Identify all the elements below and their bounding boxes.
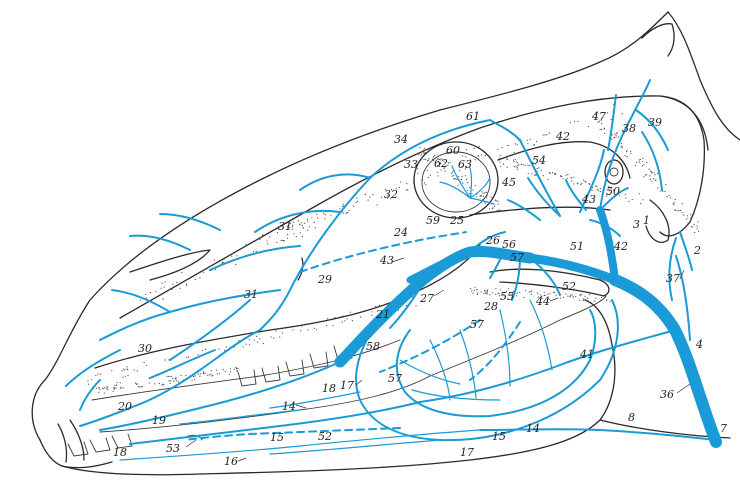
label-43-upper: 43	[581, 193, 596, 206]
label-53: 53	[166, 442, 180, 455]
label-8: 8	[628, 411, 635, 424]
label-31-lower: 31	[244, 288, 258, 301]
label-18-lower: 18	[113, 446, 127, 459]
label-19: 19	[152, 414, 166, 427]
label-56: 56	[502, 238, 516, 251]
label-2: 2	[693, 244, 701, 257]
label-63: 63	[458, 158, 472, 171]
label-62: 62	[434, 157, 448, 170]
label-58: 58	[366, 340, 380, 353]
label-57-middle: 57	[470, 318, 484, 331]
label-59: 59	[426, 214, 440, 227]
label-15-right: 15	[492, 430, 506, 443]
label-36: 36	[660, 388, 674, 401]
label-45: 45	[501, 176, 516, 189]
label-32: 32	[384, 188, 398, 201]
label-52-lower: 52	[318, 430, 332, 443]
label-26: 26	[485, 234, 500, 247]
label-57-lower: 57	[388, 372, 402, 385]
label-14-upper: 14	[282, 400, 296, 413]
label-60: 60	[446, 144, 460, 157]
label-51: 51	[570, 240, 584, 253]
label-42-upper: 42	[555, 130, 570, 143]
label-42-lower: 42	[613, 240, 628, 253]
label-50: 50	[606, 185, 620, 198]
label-18-upper: 18	[322, 382, 336, 395]
label-55: 55	[500, 290, 514, 303]
label-24: 24	[393, 226, 408, 239]
label-29: 29	[317, 273, 332, 286]
label-4: 4	[695, 338, 703, 351]
label-3: 3	[633, 218, 640, 231]
label-38: 38	[622, 122, 636, 135]
label-20: 20	[117, 400, 132, 413]
label-28: 28	[483, 300, 498, 313]
label-33: 33	[404, 158, 418, 171]
label-17-upper: 17	[340, 379, 354, 392]
label-34: 34	[394, 133, 408, 146]
label-17-lower: 17	[460, 446, 474, 459]
label-47: 47	[591, 110, 606, 123]
label-37: 37	[666, 272, 680, 285]
label-1: 1	[643, 214, 650, 227]
label-7: 7	[720, 422, 727, 435]
label-44: 44	[535, 295, 550, 308]
label-15-left: 15	[270, 431, 284, 444]
label-14-lower: 14	[526, 422, 540, 435]
label-27: 27	[419, 292, 434, 305]
label-31-upper: 31	[278, 220, 292, 233]
label-43-left: 43	[379, 254, 394, 267]
label-30: 30	[138, 342, 152, 355]
label-25: 25	[449, 214, 464, 227]
label-61: 61	[466, 110, 480, 123]
label-41: 41	[579, 348, 594, 361]
label-57-top: 57	[510, 251, 524, 264]
label-52-upper: 52	[562, 280, 576, 293]
label-39: 39	[648, 116, 662, 129]
label-54: 54	[532, 154, 546, 167]
label-16: 16	[224, 455, 238, 468]
label-21: 21	[375, 308, 390, 321]
